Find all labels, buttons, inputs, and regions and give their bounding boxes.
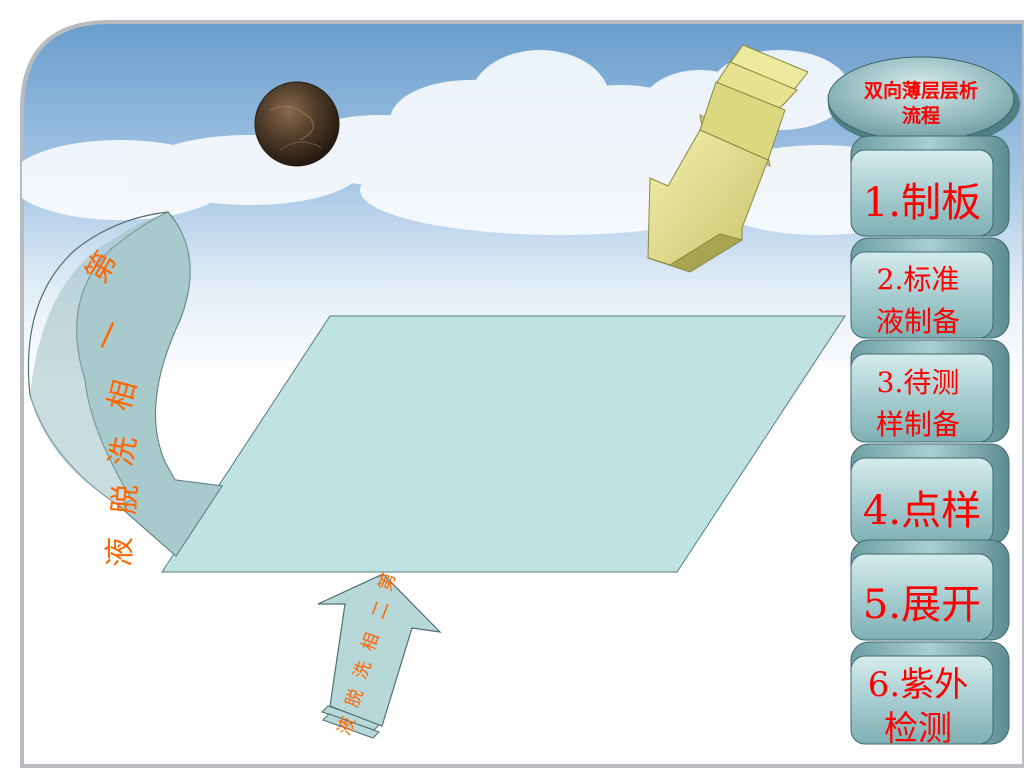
step-3-label-line2: 样制备 [876, 408, 960, 441]
first-phase-char: 液 [103, 537, 138, 567]
step-6-label-line2: 检测 [884, 709, 952, 749]
step-6-label-line1: 6.紫外 [868, 665, 968, 705]
process-title-badge: 双向薄层层析 流程 [827, 56, 1020, 148]
first-phase-char: 脱 [107, 483, 144, 516]
yellow-arrow-icon [647, 44, 809, 273]
process-step-nav: 1.制板 2.标准 液制备 3.待测 样制备 4.点样 5.展开 6.紫外 [850, 135, 1010, 749]
step-5-label: 5.展开 [863, 582, 981, 628]
step-3-label-line1: 3.待测 [877, 366, 960, 399]
step-1-button[interactable]: 1.制板 [850, 135, 1010, 237]
process-title-line1: 双向薄层层析 [864, 79, 978, 102]
step-4-button[interactable]: 4.点样 [850, 443, 1010, 545]
step-3-button[interactable]: 3.待测 样制备 [850, 339, 1010, 443]
process-title-line2: 流程 [902, 104, 940, 127]
step-2-label-line2: 液制备 [876, 305, 960, 338]
first-phase-char: 洗 [104, 434, 144, 470]
step-4-label: 4.点样 [863, 488, 981, 534]
step-6-button[interactable]: 6.紫外 检测 [850, 641, 1010, 749]
sphere-decoration [254, 81, 340, 167]
step-1-label: 1.制板 [863, 180, 981, 226]
step-2-button[interactable]: 2.标准 液制备 [850, 237, 1010, 339]
second-phase-arrow [317, 573, 442, 739]
first-phase-curved-arrow [27, 211, 224, 557]
step-2-label-line1: 2.标准 [877, 263, 960, 296]
step-5-button[interactable]: 5.展开 [850, 539, 1010, 641]
